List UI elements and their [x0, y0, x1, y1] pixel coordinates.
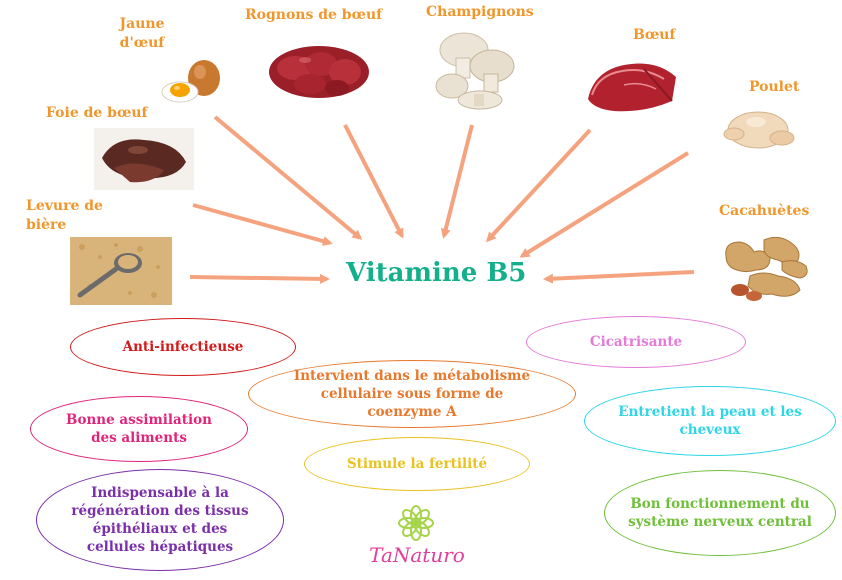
arrow-jaune-oeuf [213, 115, 363, 240]
benefit-cicatrisante: Cicatrisante [526, 316, 746, 368]
beef-liver-image [94, 128, 194, 190]
arrow-foie [192, 203, 333, 246]
mushrooms-image [435, 32, 515, 110]
benefit-nerveux: Bon fonctionnement du système nerveux ce… [604, 470, 836, 556]
brand-name: TaNaturo [369, 543, 465, 567]
arrow-rognons [343, 124, 404, 239]
label-champignons: Champignons [426, 4, 534, 20]
label-levure: Levure de bière [26, 198, 103, 233]
label-jaune-oeuf: Jaune d'œuf [119, 16, 165, 51]
vitamin-title: Vitamine B5 [346, 258, 527, 288]
benefit-assimilation: Bonne assimilation des aliments [30, 396, 248, 462]
label-foie: Foie de bœuf [46, 105, 148, 121]
arrow-boeuf [485, 128, 592, 243]
benefit-metabolisme: Intervient dans le métabolisme cellulair… [248, 360, 576, 428]
egg-yolk-image [161, 60, 220, 103]
benefit-peau-cheveux: Entretient la peau et les cheveux [584, 386, 836, 456]
kidneys-image [269, 46, 369, 98]
arrow-cacahuetes [543, 270, 695, 284]
benefit-regeneration: Indispensable à la régénération des tiss… [36, 469, 284, 571]
benefit-anti-infectieuse: Anti-infectieuse [70, 318, 296, 376]
label-cacahuetes: Cacahuètes [719, 203, 810, 219]
label-rognons: Rognons de bœuf [245, 7, 383, 23]
arrow-levure [189, 273, 330, 284]
label-poulet: Poulet [749, 79, 800, 95]
arrow-champignons [440, 124, 474, 239]
peanuts-image [725, 236, 808, 301]
arrow-poulet [519, 151, 690, 258]
flower-logo-icon [398, 505, 434, 541]
chicken-image [723, 111, 795, 149]
label-boeuf: Bœuf [633, 27, 676, 43]
benefit-fertilite: Stimule la fertilité [304, 437, 530, 491]
brewers-yeast-image [70, 237, 172, 305]
beef-image [588, 63, 676, 112]
